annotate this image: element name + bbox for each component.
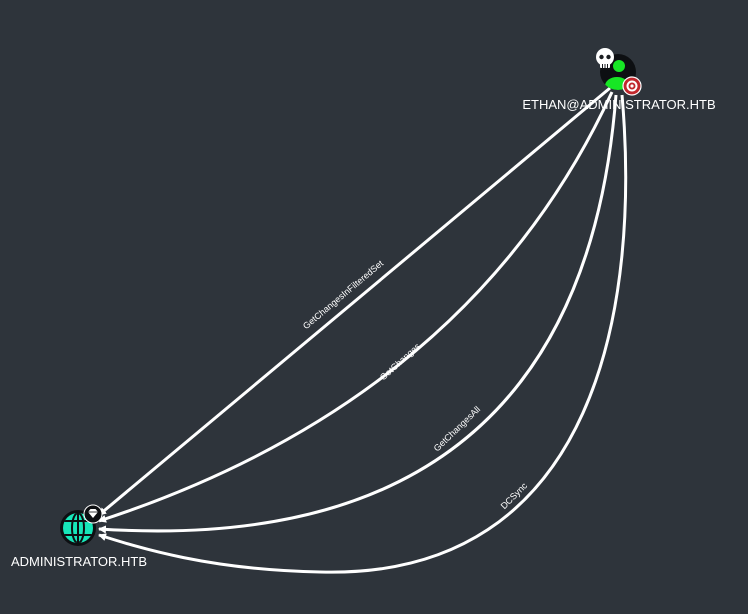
edges <box>98 86 628 574</box>
edge-label-getchangesinfilteredset: GetChangesInFilteredSet <box>301 258 386 331</box>
edge-dcsync[interactable] <box>98 94 628 574</box>
user-icon <box>605 60 629 90</box>
domain-node-label: ADMINISTRATOR.HTB <box>11 554 147 569</box>
domain-node-administrator[interactable] <box>60 504 103 546</box>
skull-icon <box>596 48 614 68</box>
edge-getchangesinfilteredset[interactable] <box>98 86 611 517</box>
edge-label-getchanges: GetChanges <box>378 341 423 383</box>
edge-getchanges[interactable] <box>98 91 614 523</box>
user-node-ethan[interactable] <box>596 48 642 96</box>
globe-icon <box>63 513 93 543</box>
user-node-label: ETHAN@ADMINISTRATOR.HTB <box>522 97 715 112</box>
edge-getchangesall[interactable] <box>98 94 618 534</box>
diamond-icon <box>83 504 103 524</box>
edge-label-dcsync: DCSync <box>499 480 530 511</box>
target-icon <box>622 76 642 96</box>
